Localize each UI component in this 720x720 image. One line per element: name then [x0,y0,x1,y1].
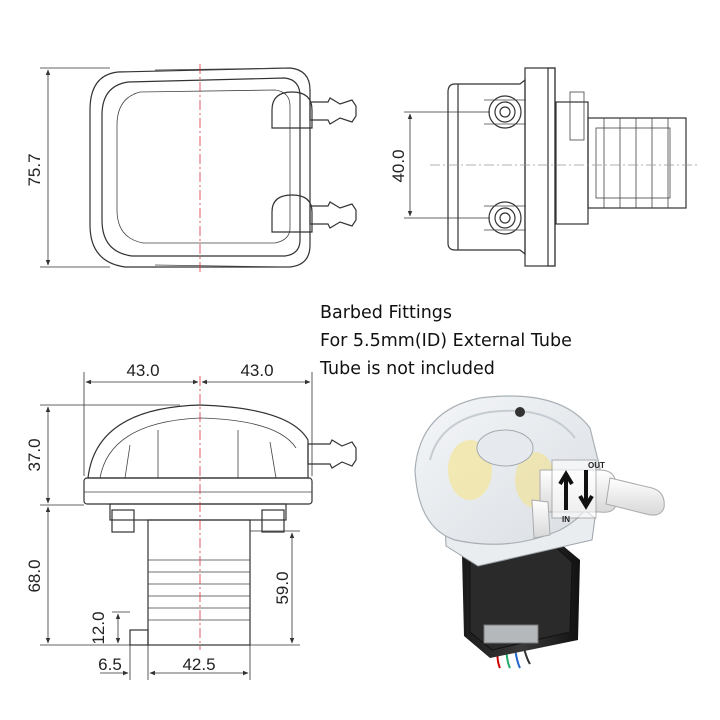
dim-top-height: 75.7 [25,153,44,186]
notes: Barbed Fittings For 5.5mm(ID) External T… [319,303,572,379]
dim-motor-height: 68.0 [25,559,44,592]
front-view: 43.0 43.0 37.0 68.0 59.0 12.0 6.5 42.5 [25,361,357,680]
dim-motor-width: 42.5 [182,655,215,674]
side-view: 40.0 [389,67,700,267]
note-line-2: For 5.5mm(ID) External Tube [320,331,572,351]
dim-offset: 6.5 [98,655,122,674]
note-line-1: Barbed Fittings [320,303,452,323]
dim-shaft-height: 12.0 [89,611,108,644]
note-line-3: Tube is not included [319,359,495,379]
dim-side-spacing: 40.0 [389,149,408,182]
top-view: 75.7 [25,64,357,272]
dim-right-width: 43.0 [240,361,273,380]
dim-left-width: 43.0 [126,361,159,380]
dim-body-height: 59.0 [273,571,292,604]
photo-label-in: IN [562,515,570,524]
pump-photo: OUT IN [414,395,665,669]
photo-label-out: OUT [588,461,605,470]
dim-head-height: 37.0 [25,438,44,471]
